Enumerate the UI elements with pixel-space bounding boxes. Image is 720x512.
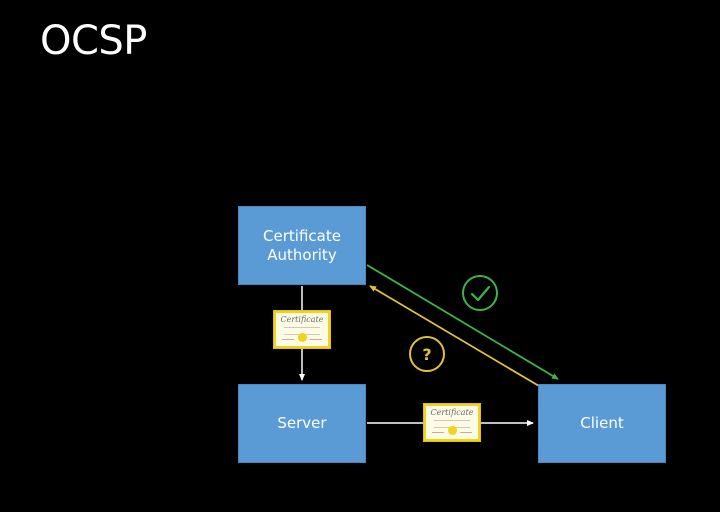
certificate-title: Certificate (430, 408, 474, 417)
certificate-authority-label: Certificate Authority (263, 226, 341, 264)
server-node: Server (238, 384, 366, 463)
question-mark-symbol: ? (422, 345, 431, 364)
certificate-signature-line (310, 339, 322, 340)
certificate-signature-line (432, 432, 444, 433)
client-label: Client (580, 414, 624, 432)
certificate-icon: Certificate (273, 310, 331, 349)
question-circle-icon: ? (409, 336, 445, 372)
server-label: Server (277, 414, 327, 432)
checkmark-circle-icon (462, 275, 498, 311)
certificate-signature-line (460, 432, 472, 433)
certificate-signature-line (282, 339, 294, 340)
arrow-client-to-ca-request (369, 285, 540, 387)
certificate-seal-icon (447, 426, 457, 435)
certificate-title: Certificate (280, 315, 324, 324)
certificate-icon: Certificate (423, 403, 481, 442)
certificate-authority-node: Certificate Authority (238, 206, 366, 285)
slide-title: OCSP (40, 18, 147, 64)
client-node: Client (538, 384, 666, 463)
arrow-ca-to-client-response (366, 264, 559, 380)
certificate-seal-icon (297, 333, 307, 342)
